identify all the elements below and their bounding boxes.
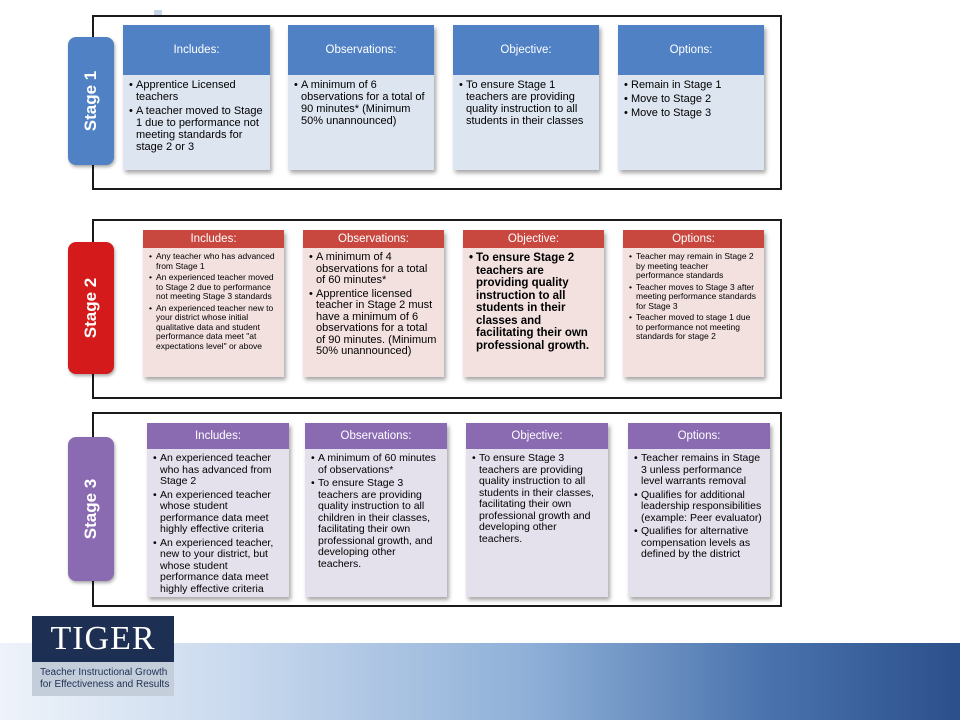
stage-2-includes: Includes: Any teacher who has advanced f… xyxy=(143,230,284,377)
list-item: An experienced teacher moved to Stage 2 … xyxy=(149,272,278,302)
list-item: To ensure Stage 1 teachers are providing… xyxy=(459,79,593,127)
list-item: An experienced teacher whose student per… xyxy=(153,489,283,536)
logo-tagline: Teacher Instructional Growth for Effecti… xyxy=(32,662,174,696)
list-item: Apprentice licensed teacher in Stage 2 m… xyxy=(309,288,438,358)
stage-3-options: Options: Teacher remains in Stage 3 unle… xyxy=(628,423,770,597)
list-item: Move to Stage 2 xyxy=(624,93,758,105)
stage-1-options: Options: Remain in Stage 1 Move to Stage… xyxy=(618,25,764,170)
stage-2-label: Stage 2 xyxy=(81,277,101,339)
stage-1-objective: Objective: To ensure Stage 1 teachers ar… xyxy=(453,25,599,170)
stage-1-label: Stage 1 xyxy=(81,70,101,132)
column-header: Includes: xyxy=(143,230,284,248)
column-header: Includes: xyxy=(147,423,289,449)
stage-1-tab: Stage 1 xyxy=(68,37,114,165)
list-item: An experienced teacher, new to your dist… xyxy=(153,537,283,596)
stage-3-label: Stage 3 xyxy=(81,478,101,540)
list-item: A minimum of 60 minutes of observations* xyxy=(311,452,441,476)
logo-wordmark: TIGER xyxy=(32,616,174,662)
list-item: An experienced teacher new to your distr… xyxy=(149,303,278,352)
column-header: Objective: xyxy=(466,423,608,449)
column-header: Observations: xyxy=(303,230,444,248)
list-item: Apprentice Licensed teachers xyxy=(129,79,264,103)
list-item: Teacher may remain in Stage 2 by meeting… xyxy=(629,251,758,281)
column-header: Observations: xyxy=(288,25,434,75)
list-item: A teacher moved to Stage 1 due to perfor… xyxy=(129,105,264,153)
list-item: To ensure Stage 2 teachers are providing… xyxy=(469,252,598,352)
list-item: Qualifies for additional leadership resp… xyxy=(634,489,764,525)
column-header: Observations: xyxy=(305,423,447,449)
list-item: To ensure Stage 3 teachers are providing… xyxy=(311,477,441,570)
list-item: A minimum of 6 observations for a total … xyxy=(294,79,428,127)
list-item: Teacher moved to stage 1 due to performa… xyxy=(629,312,758,342)
column-header: Includes: xyxy=(123,25,270,75)
stage-3-objective: Objective: To ensure Stage 3 teachers ar… xyxy=(466,423,608,597)
column-header: Objective: xyxy=(453,25,599,75)
list-item: An experienced teacher who has advanced … xyxy=(153,452,283,488)
logo-tagline-line-2: for Effectiveness and Results xyxy=(40,679,170,690)
list-item: Qualifies for alternative compensation l… xyxy=(634,525,764,561)
list-item: Move to Stage 3 xyxy=(624,107,758,119)
stage-3-tab: Stage 3 xyxy=(68,437,114,581)
stage-2-tab: Stage 2 xyxy=(68,242,114,374)
column-header: Options: xyxy=(618,25,764,75)
list-item: Remain in Stage 1 xyxy=(624,79,758,91)
stage-2-options: Options: Teacher may remain in Stage 2 b… xyxy=(623,230,764,377)
column-header: Objective: xyxy=(463,230,604,248)
stage-1-observations: Observations: A minimum of 6 observation… xyxy=(288,25,434,170)
tiger-logo: TIGER Teacher Instructional Growth for E… xyxy=(32,616,174,696)
stage-3-includes: Includes: An experienced teacher who has… xyxy=(147,423,289,597)
stage-1-includes: Includes: Apprentice Licensed teachers A… xyxy=(123,25,270,170)
list-item: To ensure Stage 3 teachers are providing… xyxy=(472,452,602,545)
logo-tagline-line-1: Teacher Instructional Growth xyxy=(40,667,168,678)
column-header: Options: xyxy=(623,230,764,248)
list-item: A minimum of 4 observations for a total … xyxy=(309,251,438,287)
stage-3-observations: Observations: A minimum of 60 minutes of… xyxy=(305,423,447,597)
list-item: Any teacher who has advanced from Stage … xyxy=(149,251,278,271)
column-header: Options: xyxy=(628,423,770,449)
stage-2-observations: Observations: A minimum of 4 observation… xyxy=(303,230,444,377)
list-item: Teacher moves to Stage 3 after meeting p… xyxy=(629,282,758,312)
list-item: Teacher remains in Stage 3 unless perfor… xyxy=(634,452,764,488)
stage-2-objective: Objective: To ensure Stage 2 teachers ar… xyxy=(463,230,604,377)
